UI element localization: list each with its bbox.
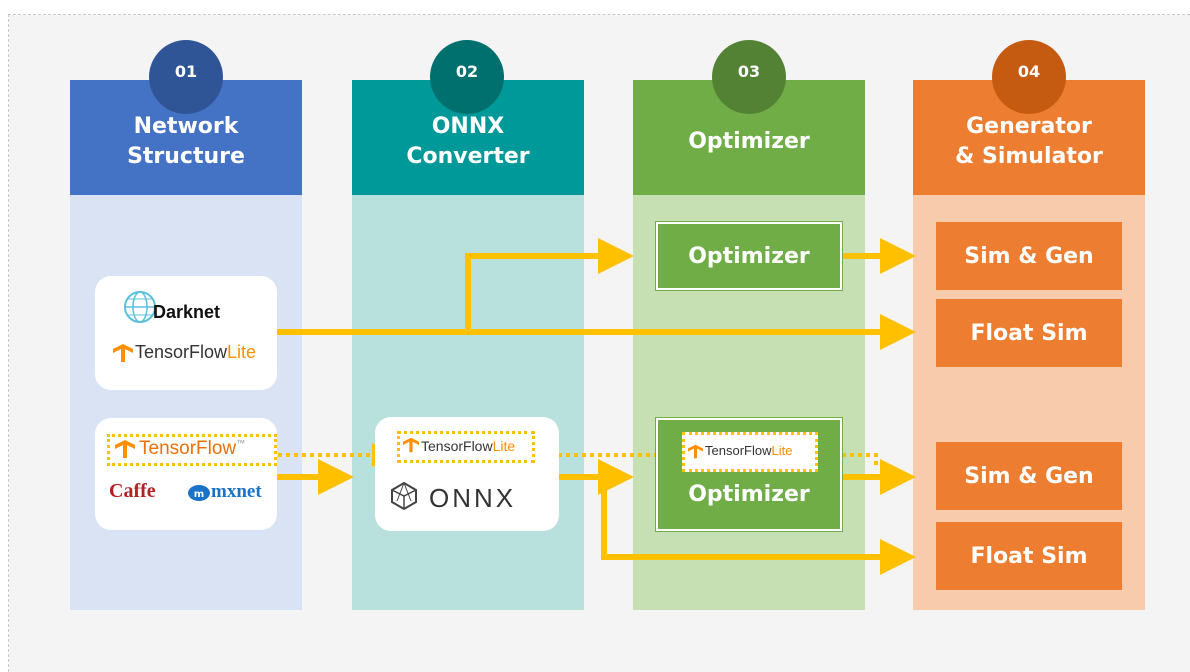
tflite-suffix-text: Lite (492, 438, 516, 454)
darknet-label: Darknet (153, 302, 221, 322)
mxnet-label: mxnet (211, 481, 262, 502)
tflite-label: TensorFlowLite (135, 342, 256, 363)
tflite-suffix-text: Lite (227, 342, 257, 362)
tflite-label: TensorFlowLite (705, 443, 792, 458)
tensorflow-icon (403, 437, 419, 453)
framework-card-convert: TensorFlow™ Caffe m mxnet (95, 418, 277, 530)
column-title-line2: Structure (127, 143, 245, 169)
tflite-label: TensorFlowLite (421, 438, 515, 454)
column-title-line2: Converter (406, 143, 530, 169)
column-network-structure-body (70, 195, 302, 610)
framework-card-direct: Darknet TensorFlowLite (95, 276, 277, 390)
tensorflow-dotted-frame (107, 434, 277, 466)
tensorflow-icon (115, 440, 135, 458)
tensorflow-text: TensorFlow (139, 438, 237, 459)
tensorflow-icon (688, 444, 703, 459)
column-title-line1: Generator (966, 113, 1092, 139)
optimizer-label: Optimizer (688, 482, 810, 507)
float-sim-box-2: Float Sim (936, 522, 1122, 590)
step-number-badge: 01 (149, 40, 223, 114)
column-title-line1: Network (133, 113, 239, 139)
caffe-label: Caffe (109, 480, 156, 502)
onnx-card: TensorFlowLite ONNX (375, 417, 559, 531)
tensorflow-icon (113, 344, 133, 362)
column-title-line1: Optimizer (688, 128, 810, 154)
svg-text:m: m (194, 489, 204, 500)
arrow-onnx-to-float-sim (601, 477, 916, 575)
frame-border-left (8, 14, 9, 672)
tflite-suffix-text: Lite (771, 443, 793, 458)
tflite-main-text: TensorFlow (135, 342, 228, 362)
arrow-upper-to-optimizer (465, 238, 634, 332)
onnx-label: ONNX (429, 483, 517, 513)
tflite-logo-panel: TensorFlowLite (682, 432, 818, 472)
step-number-badge: 02 (430, 40, 504, 114)
onnx-icon (391, 481, 417, 511)
tflite-main-text: TensorFlow (705, 443, 772, 458)
optimizer-box-1: Optimizer (656, 222, 842, 290)
sim-gen-box-1: Sim & Gen (936, 222, 1122, 290)
mxnet-icon: m (188, 485, 210, 501)
column-title-line2: & Simulator (955, 143, 1103, 169)
tflite-main-text: TensorFlow (421, 438, 493, 454)
frame-border-top (8, 14, 1190, 15)
tflite-dotted-frame (682, 432, 818, 472)
step-number-badge: 03 (712, 40, 786, 114)
column-title-line1: ONNX (431, 113, 505, 139)
tensorflow-label: TensorFlow™ (139, 438, 245, 460)
step-number-badge: 04 (992, 40, 1066, 114)
tflite-dotted-frame (397, 431, 535, 463)
darknet-globe-icon (124, 291, 156, 323)
sim-gen-box-2: Sim & Gen (936, 442, 1122, 510)
float-sim-box-1: Float Sim (936, 299, 1122, 367)
trademark: ™ (236, 438, 246, 448)
